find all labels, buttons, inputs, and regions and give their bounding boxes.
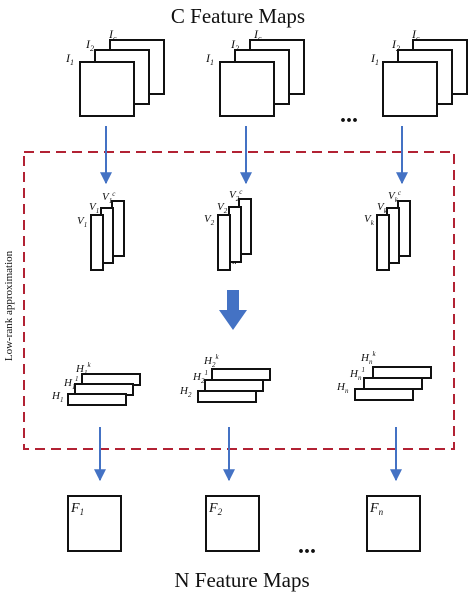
output-map-box xyxy=(205,495,260,552)
horizontal-filter-front xyxy=(197,390,257,403)
stack-label-1: I1 xyxy=(65,51,74,67)
horizontal-filter-middle xyxy=(204,379,264,392)
low-rank-region xyxy=(23,151,455,450)
horizontal-filter-front xyxy=(354,388,414,401)
horizontal-label-k: H2k xyxy=(203,353,219,369)
stack-label-2: I2 xyxy=(230,37,239,53)
output-map-2: F2 xyxy=(205,495,260,552)
horizontal-label-k: H1k xyxy=(75,361,91,377)
stack-label-c: Ic xyxy=(253,27,262,43)
dots: .. xyxy=(232,256,237,266)
horizontal-label-2: H11 xyxy=(63,375,78,391)
stack-label-2: I2 xyxy=(391,37,400,53)
dots: .. xyxy=(390,256,395,266)
feature-map-stack-1: I1 I2 Ic xyxy=(65,27,165,117)
horizontal-filter-front xyxy=(67,393,127,406)
vertical-label-2: V2 xyxy=(217,201,228,215)
dots: .. xyxy=(104,256,109,266)
vertical-filter-front xyxy=(376,214,390,271)
vertical-label-c: Vkc xyxy=(388,189,402,204)
output-map-box xyxy=(67,495,122,552)
horizontal-label-1: Hn xyxy=(336,381,349,395)
transform-arrow xyxy=(219,290,247,330)
feature-map-stack-3: I1 I2 Ic xyxy=(370,27,468,117)
bottom-title: N Feature Maps xyxy=(174,568,309,592)
vertical-filters-1: .. V1 V1 V1c xyxy=(77,190,125,271)
feature-map-front xyxy=(219,61,275,117)
vertical-label-1: V2 xyxy=(204,213,215,227)
horizontal-filter-back xyxy=(211,368,271,381)
vertical-label-1: Vk xyxy=(364,213,375,227)
stack-label-1: I1 xyxy=(205,51,214,67)
vertical-label-c: V1c xyxy=(102,190,116,205)
output-map-label: Fn xyxy=(369,501,384,517)
vertical-filters-k: .. Vk Vk Vkc xyxy=(364,189,411,271)
vertical-label-c: V2c xyxy=(229,188,243,203)
horizontal-filters-n: Hnk Hn1 Hn xyxy=(336,350,432,401)
stack-label-1: I1 xyxy=(370,51,379,67)
horizontal-label-2: H21 xyxy=(192,369,208,385)
output-map-label: F1 xyxy=(70,501,84,517)
vertical-filter-front xyxy=(217,214,231,271)
feature-map-stack-2: I1 I2 Ic xyxy=(205,27,305,117)
vertical-label-2: V1 xyxy=(89,201,99,215)
horizontal-filters-2: H2k H21 H2 xyxy=(179,353,271,403)
horizontal-filter-back xyxy=(372,366,432,379)
horizontal-label-k: Hnk xyxy=(360,350,376,366)
output-map-n: Fn xyxy=(366,495,421,552)
bottom-ellipsis: ... xyxy=(298,533,316,559)
output-map-label: F2 xyxy=(208,501,223,517)
horizontal-label-2: Hn1 xyxy=(349,366,365,382)
top-title: C Feature Maps xyxy=(171,4,305,28)
vertical-label-2: Vk xyxy=(377,201,388,215)
vertical-label-1: V1 xyxy=(77,215,87,229)
feature-map-front xyxy=(382,61,438,117)
vertical-filter-front xyxy=(90,214,104,271)
horizontal-label-1: H2 xyxy=(179,385,192,399)
feature-map-front xyxy=(79,61,135,117)
stack-label-c: Ic xyxy=(411,27,420,43)
horizontal-filters-1: H1k H11 H1 xyxy=(51,361,141,406)
output-map-1: F1 xyxy=(67,495,122,552)
side-label: Low-rank approximation xyxy=(3,250,15,361)
horizontal-label-1: H1 xyxy=(51,390,63,404)
stack-label-2: I2 xyxy=(85,37,94,53)
top-ellipsis: ... xyxy=(340,102,358,128)
stack-label-c: Ic xyxy=(108,27,117,43)
vertical-filters-2: .. V2 V2 V2c xyxy=(204,188,252,271)
output-map-box xyxy=(366,495,421,552)
horizontal-filter-middle xyxy=(363,377,423,390)
